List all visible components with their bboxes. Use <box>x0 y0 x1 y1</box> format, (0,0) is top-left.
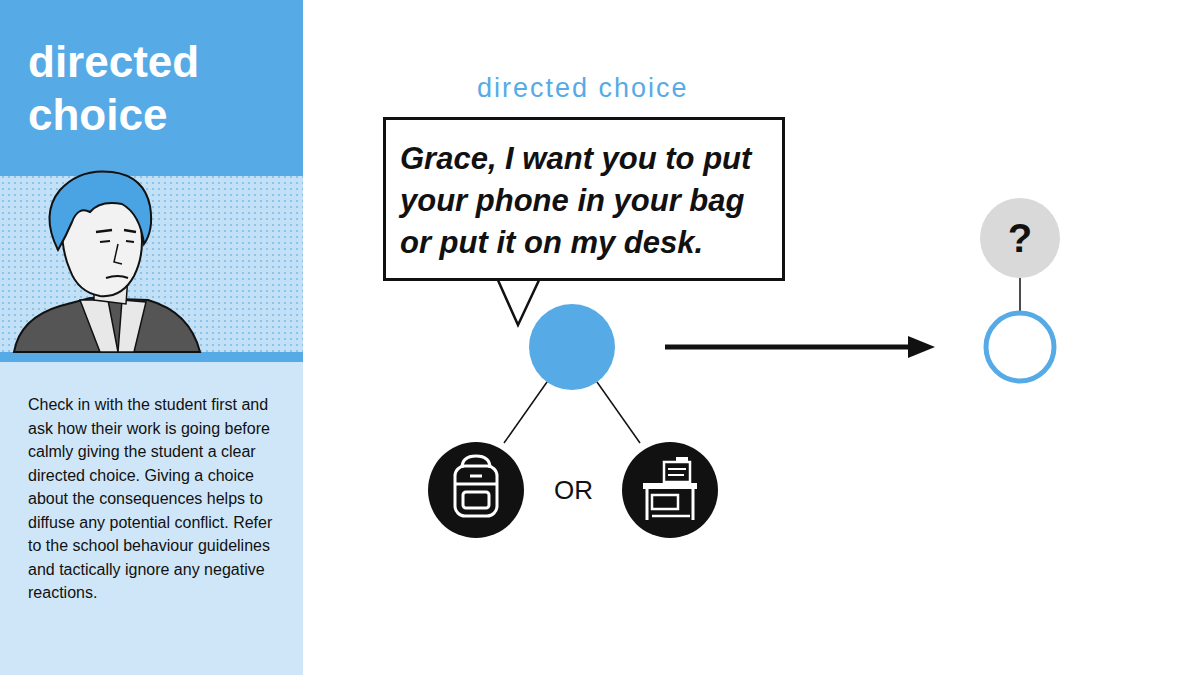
title-band <box>0 0 303 176</box>
branch-line <box>597 382 640 443</box>
speech-bubble: Grace, I want you to put your phone in y… <box>383 117 785 281</box>
divider-strip <box>0 352 303 362</box>
diagram-label: directed choice <box>477 72 689 104</box>
question-circle: ? <box>980 198 1060 278</box>
node-text: Grace, I want you to put your phone in y… <box>400 138 766 264</box>
branch-line <box>504 382 547 443</box>
flow-arrow <box>665 345 912 350</box>
leader-line <box>1019 278 1021 312</box>
outcome-circle <box>986 313 1054 381</box>
desk-icon <box>622 442 718 538</box>
arrow-head <box>908 336 935 358</box>
teacher-portrait <box>14 171 200 352</box>
question-mark: ? <box>1008 216 1032 260</box>
node-text: Check in with the student first and ask … <box>28 393 281 605</box>
backpack-icon <box>428 442 524 538</box>
description-panel: Check in with the student first and ask … <box>0 362 303 675</box>
dotted-ground <box>0 176 303 354</box>
choice-circle <box>529 304 615 390</box>
panel-title: directed choice <box>28 35 258 141</box>
speech-tail <box>497 278 540 325</box>
or-label: OR <box>554 475 593 505</box>
